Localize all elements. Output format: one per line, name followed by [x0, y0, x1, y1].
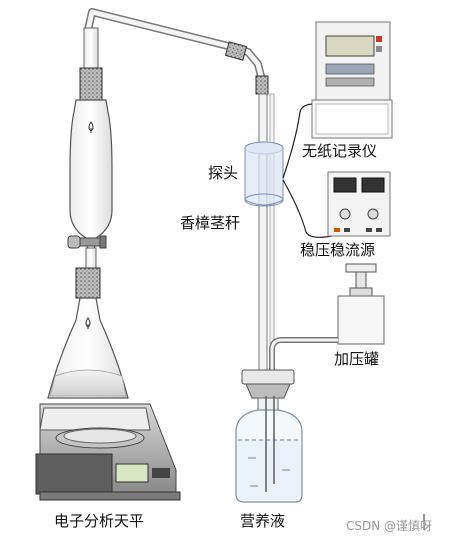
funnel-spade-mark — [88, 121, 94, 133]
pressure-pipe — [269, 337, 338, 370]
flask-spade-mark — [85, 317, 91, 329]
separatory-funnel — [67, 27, 113, 271]
label-electronic-balance: 电子分析天平 — [54, 512, 145, 530]
label-nutrient-solution: 营养液 — [240, 512, 286, 530]
conical-flask — [47, 267, 129, 399]
label-camphor-stem: 香樟茎秆 — [180, 214, 241, 232]
pressure-tank — [337, 263, 385, 345]
regulated-power-supply — [327, 171, 391, 237]
paperless-recorder — [311, 21, 393, 139]
csdn-watermark: CSDN @谨慎呀 — [346, 519, 433, 533]
tube-connector-stem — [255, 75, 269, 95]
probe-sleeve — [244, 141, 284, 207]
label-probe: 探头 — [208, 164, 239, 182]
label-regulated-power-supply: 稳压稳流源 — [300, 241, 376, 259]
tube-connector-clamp — [224, 41, 248, 61]
nutrient-bottle — [235, 369, 303, 503]
probe-cables — [282, 103, 333, 238]
label-paperless-recorder: 无纸记录仪 — [302, 142, 378, 160]
balance-display — [115, 463, 149, 483]
electronic-balance — [35, 403, 181, 501]
label-pressure-tank: 加压罐 — [334, 350, 380, 368]
